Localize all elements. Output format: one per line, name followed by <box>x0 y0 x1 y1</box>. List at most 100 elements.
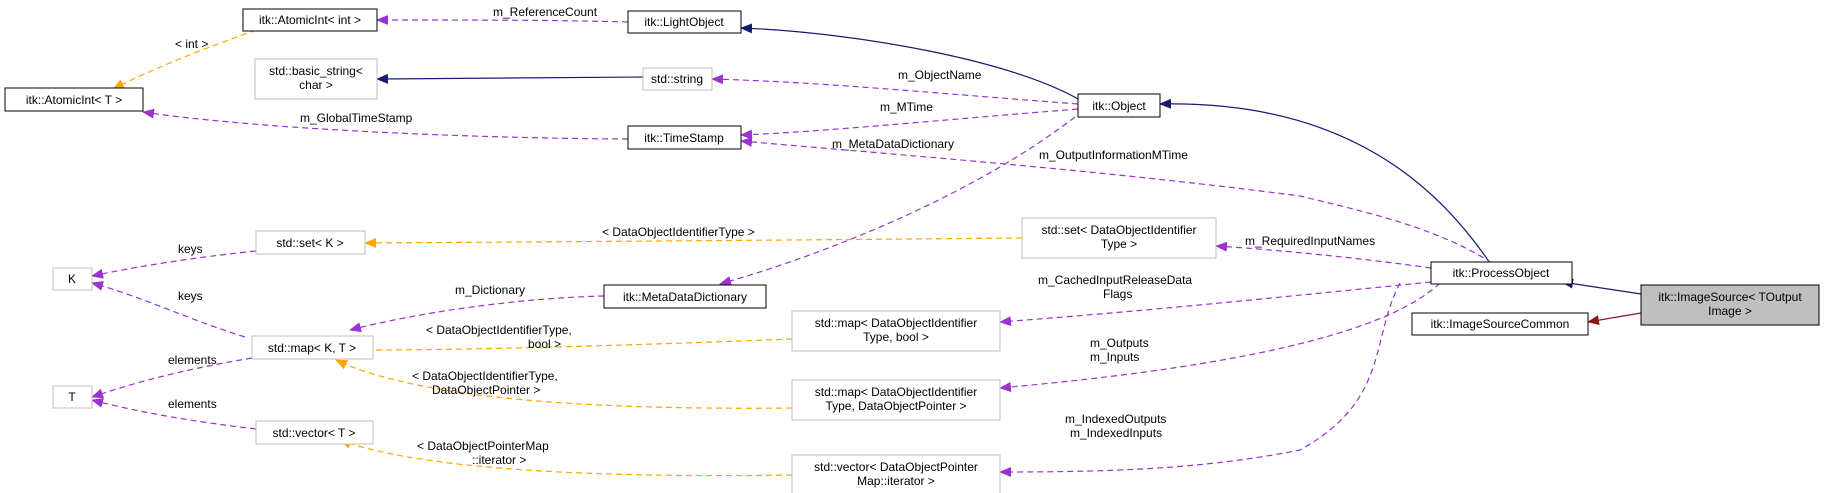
edge-label: Flags <box>1103 287 1132 301</box>
svg-text:itk::Object: itk::Object <box>1092 99 1146 113</box>
node-string[interactable]: std::string <box>642 67 713 91</box>
edge-m-referencecount: m_ReferenceCount <box>376 5 629 26</box>
node-map-kt[interactable]: std::map< K, T > <box>251 335 374 360</box>
svg-text:< int >: < int > <box>175 37 208 51</box>
node-label: itk::TimeStamp <box>644 131 724 145</box>
edge-label: m_MetaDataDictionary <box>832 137 954 151</box>
node-object[interactable]: itk::Object <box>1077 93 1161 118</box>
svg-text:std::vector< T >: std::vector< T > <box>273 426 356 440</box>
svg-text:m_ObjectName: m_ObjectName <box>898 68 982 82</box>
edge-m-globaltimestamp: m_GlobalTimeStamp <box>142 108 629 140</box>
node-k[interactable]: K <box>52 267 93 291</box>
edge-label: m_Dictionary <box>455 283 525 297</box>
edge-label: elements <box>168 353 217 367</box>
edge-label: m_Outputs <box>1090 336 1149 350</box>
node-label: itk::Object <box>1092 99 1146 113</box>
svg-text:itk::ImageSourceCommon: itk::ImageSourceCommon <box>1431 317 1570 331</box>
edge-label: < DataObjectPointerMap <box>417 439 549 453</box>
svg-text:< DataObjectIdentifierType >: < DataObjectIdentifierType > <box>602 225 755 239</box>
node-set-k[interactable]: std::set< K > <box>255 230 366 255</box>
edge-m-mtime: m_MTime <box>740 100 1079 140</box>
node-label: std::basic_string< <box>269 64 363 78</box>
svg-text:itk::TimeStamp: itk::TimeStamp <box>644 131 724 145</box>
node-lightobject[interactable]: itk::LightObject <box>627 10 742 34</box>
edge-lightobject-to-object <box>740 23 1089 106</box>
node-label: Image > <box>1708 304 1752 318</box>
edge-label: bool > <box>528 337 561 351</box>
svg-text:m_OutputInformationMTime: m_OutputInformationMTime <box>1039 148 1188 162</box>
edge-label: < DataObjectIdentifierType, <box>412 369 558 383</box>
svg-text:keys: keys <box>178 242 203 256</box>
edge-object-to-processobject <box>1159 98 1491 264</box>
svg-text:keys: keys <box>178 289 203 303</box>
svg-text:std::basic_string<char >: std::basic_string<char > <box>269 64 363 92</box>
node-label: std::set< K > <box>276 236 343 250</box>
svg-text:K: K <box>68 272 76 286</box>
svg-text:itk::ProcessObject: itk::ProcessObject <box>1453 266 1550 280</box>
node-vector-t[interactable]: std::vector< T > <box>255 420 374 445</box>
node-label: std::vector< T > <box>273 426 356 440</box>
node-label: std::vector< DataObjectPointer <box>814 460 978 474</box>
node-label: itk::AtomicInt< T > <box>26 93 122 107</box>
edge-label: m_MTime <box>880 100 933 114</box>
node-processobject[interactable]: itk::ProcessObject <box>1430 261 1573 285</box>
svg-text:std::map< DataObjectIdentifier: std::map< DataObjectIdentifierType, bool… <box>815 316 977 344</box>
node-atomicint-int[interactable]: itk::AtomicInt< int > <box>242 8 378 32</box>
node-basic-string[interactable]: std::basic_string<char > <box>254 58 378 100</box>
edge-elements-vector: elements <box>91 397 257 430</box>
node-label: itk::MetaDataDictionary <box>623 290 747 304</box>
edge-label: m_GlobalTimeStamp <box>300 111 413 125</box>
node-timestamp[interactable]: itk::TimeStamp <box>627 125 742 150</box>
edge-label: m_IndexedInputs <box>1070 426 1162 440</box>
edge-label: m_ObjectName <box>898 68 982 82</box>
node-label: itk::AtomicInt< int > <box>259 13 361 27</box>
svg-text:elements: elements <box>168 397 217 411</box>
edge-label: DataObjectPointer > <box>432 383 540 397</box>
svg-text:m_GlobalTimeStamp: m_GlobalTimeStamp <box>300 111 413 125</box>
node-label: K <box>68 272 76 286</box>
node-atomicint-t[interactable]: itk::AtomicInt< T > <box>4 87 144 112</box>
edge-label: < DataObjectIdentifierType > <box>602 225 755 239</box>
node-label: Type, DataObjectPointer > <box>825 399 966 413</box>
edge-basic-string-to-string <box>376 73 644 84</box>
edge-label: m_OutputInformationMTime <box>1039 148 1188 162</box>
node-t[interactable]: T <box>52 385 93 409</box>
node-label: std::map< DataObjectIdentifier <box>815 385 977 399</box>
edge-dataobjectpointermap-iterator-template: < DataObjectPointerMap::iterator > <box>339 439 793 477</box>
edge-label: m_IndexedOutputs <box>1065 412 1166 426</box>
node-label: std::set< DataObjectIdentifier <box>1041 223 1196 237</box>
node-label: itk::ImageSource< TOutput <box>1658 290 1802 304</box>
node-imagesourcecommon[interactable]: itk::ImageSourceCommon <box>1411 312 1589 336</box>
svg-text:itk::MetaDataDictionary: itk::MetaDataDictionary <box>623 290 747 304</box>
edge-m-requiredinputnames: m_RequiredInputNames <box>1215 234 1432 269</box>
edge-m-metadatadictionary: m_MetaDataDictionary <box>719 116 1076 286</box>
svg-text:std::vector< DataObjectPointer: std::vector< DataObjectPointerMap::itera… <box>814 460 978 488</box>
edge-label: m_CachedInputReleaseData <box>1038 273 1192 287</box>
edge-dataobjectidentifiertype-template: < DataObjectIdentifierType > <box>364 225 1023 248</box>
svg-text:< DataObjectIdentifierType,boo: < DataObjectIdentifierType,bool > <box>426 323 572 351</box>
edge-label: < DataObjectIdentifierType, <box>426 323 572 337</box>
edge-processobject-to-imagesource <box>1561 278 1642 295</box>
node-label: Type > <box>1101 237 1137 251</box>
svg-text:std::map< K, T >: std::map< K, T > <box>268 341 356 355</box>
edge-m-outputinformationmtime: m_OutputInformationMTime <box>740 136 1493 264</box>
edge-imagesourcecommon-to-imagesource <box>1587 312 1642 326</box>
svg-text:T: T <box>68 390 76 404</box>
node-label: itk::LightObject <box>644 15 724 29</box>
edge-label: keys <box>178 242 203 256</box>
node-label: Type, bool > <box>863 330 929 344</box>
edge-keys-map: keys <box>91 281 246 338</box>
node-metadatadictionary[interactable]: itk::MetaDataDictionary <box>603 284 767 309</box>
